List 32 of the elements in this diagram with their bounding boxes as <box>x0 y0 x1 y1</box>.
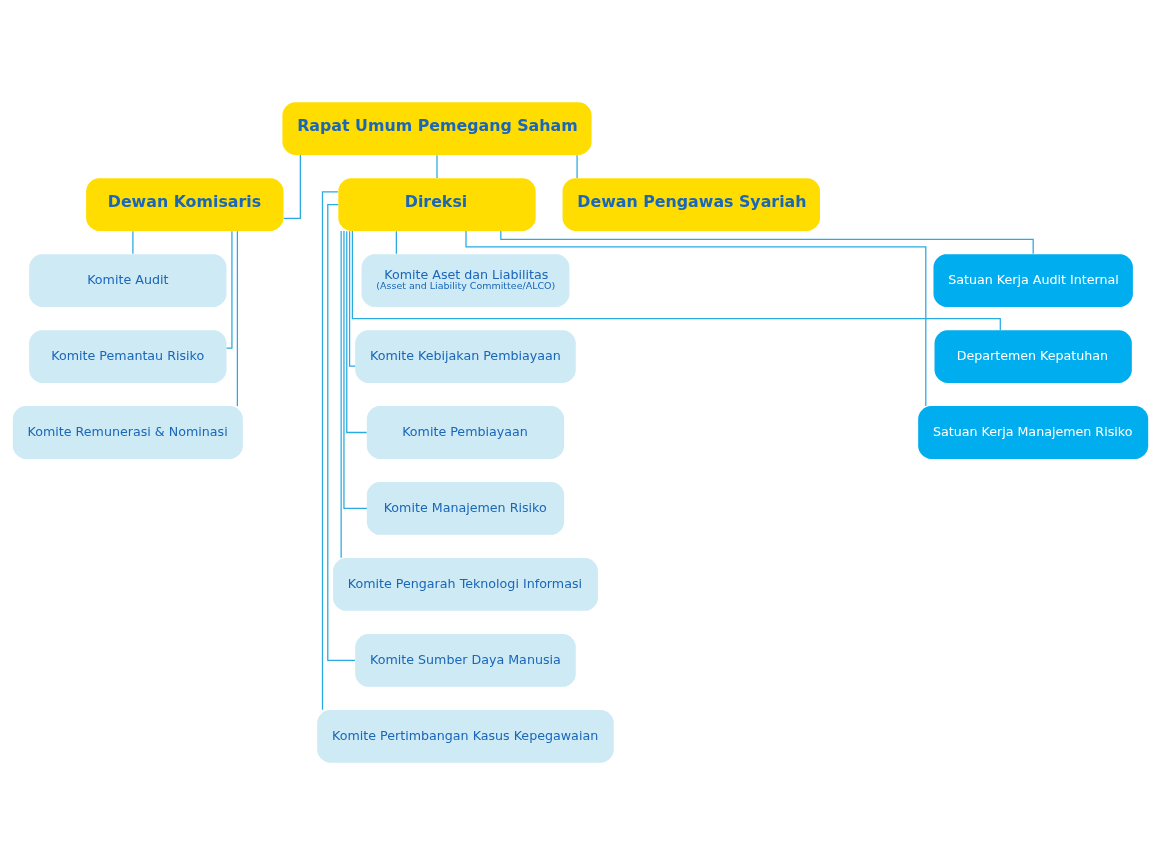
node-box: Satuan Kerja Audit Internal <box>933 253 1133 307</box>
connector <box>236 230 238 407</box>
node-box: Komite Pertimbangan Kasus Kepegawaian <box>317 709 614 763</box>
node-box: Komite Manajemen Risiko <box>366 481 565 535</box>
connector <box>576 154 578 179</box>
node-box: Dewan Komisaris <box>86 177 284 231</box>
connector <box>348 230 356 367</box>
node-box: Komite Pembiayaan <box>366 405 565 459</box>
node-box: Komite Aset dan Liabilitas (Asset and Liability Committee/ALCO) <box>361 253 570 307</box>
node-box: Komite Pengarah Teknologi Informasi <box>333 557 598 611</box>
node-box: Direksi <box>338 177 536 231</box>
connector <box>283 153 301 219</box>
node-box: Dewan Pengawas Syariah <box>562 177 821 231</box>
node-box: Komite Audit <box>29 253 227 307</box>
node-box: Komite Remunerasi & Nominasi <box>12 405 243 459</box>
node-box: Komite Sumber Daya Manusia <box>355 633 576 687</box>
node-box: Departemen Kepatuhan <box>934 329 1132 383</box>
connector <box>132 230 134 254</box>
node-box: Komite Kebijakan Pembiayaan <box>355 329 576 383</box>
connector <box>346 230 368 433</box>
connector <box>340 229 342 558</box>
connector <box>436 154 438 179</box>
connector <box>465 229 927 407</box>
connector <box>395 230 397 254</box>
connector <box>343 229 368 509</box>
connector <box>327 203 356 661</box>
connector <box>321 190 339 710</box>
connector <box>351 229 1001 331</box>
node-box: Komite Pemantau Risiko <box>29 329 227 383</box>
node-box: Satuan Kerja Manajemen Risiko <box>918 405 1149 459</box>
node-box: Rapat Umum Pemegang Saham <box>282 101 592 155</box>
connector <box>226 230 233 349</box>
